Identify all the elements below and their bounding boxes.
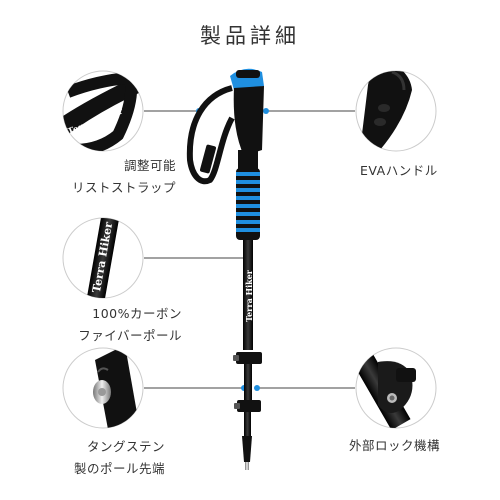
strap-label-line2: リストストラップ (71, 180, 176, 195)
carbon-detail-circle: Terra Hiker (62, 217, 144, 299)
trekking-pole-image: Terra Hiker (186, 68, 264, 470)
tip-label: タングステン 製のポール先端 (30, 436, 165, 480)
strap-label: 調整可能 リストストラップ (30, 155, 176, 199)
connector-lines (144, 110, 355, 389)
grip-label: EVAハンドル (360, 160, 438, 182)
tip-detail-circle (62, 347, 144, 429)
lock-label: 外部ロック機構 (349, 435, 440, 457)
carbon-label: 100%カーボン ファイバーポール (30, 303, 182, 347)
page-title: 製品詳細 (200, 24, 300, 48)
strap-detail-circle: Terra Hiker (62, 70, 144, 152)
carbon-label-line1: 100%カーボン (92, 306, 182, 321)
grip-detail-circle (355, 70, 437, 152)
tip-label-line2: 製のポール先端 (73, 461, 165, 476)
pole-brand-text: Terra Hiker (244, 269, 254, 322)
carbon-label-line2: ファイバーポール (78, 328, 182, 343)
grip-label-line1: EVAハンドル (360, 163, 438, 178)
strap-label-line1: 調整可能 (123, 158, 176, 173)
lock-label-line1: 外部ロック機構 (349, 438, 441, 453)
tip-label-line1: タングステン (86, 439, 165, 454)
lock-detail-circle (355, 347, 437, 429)
